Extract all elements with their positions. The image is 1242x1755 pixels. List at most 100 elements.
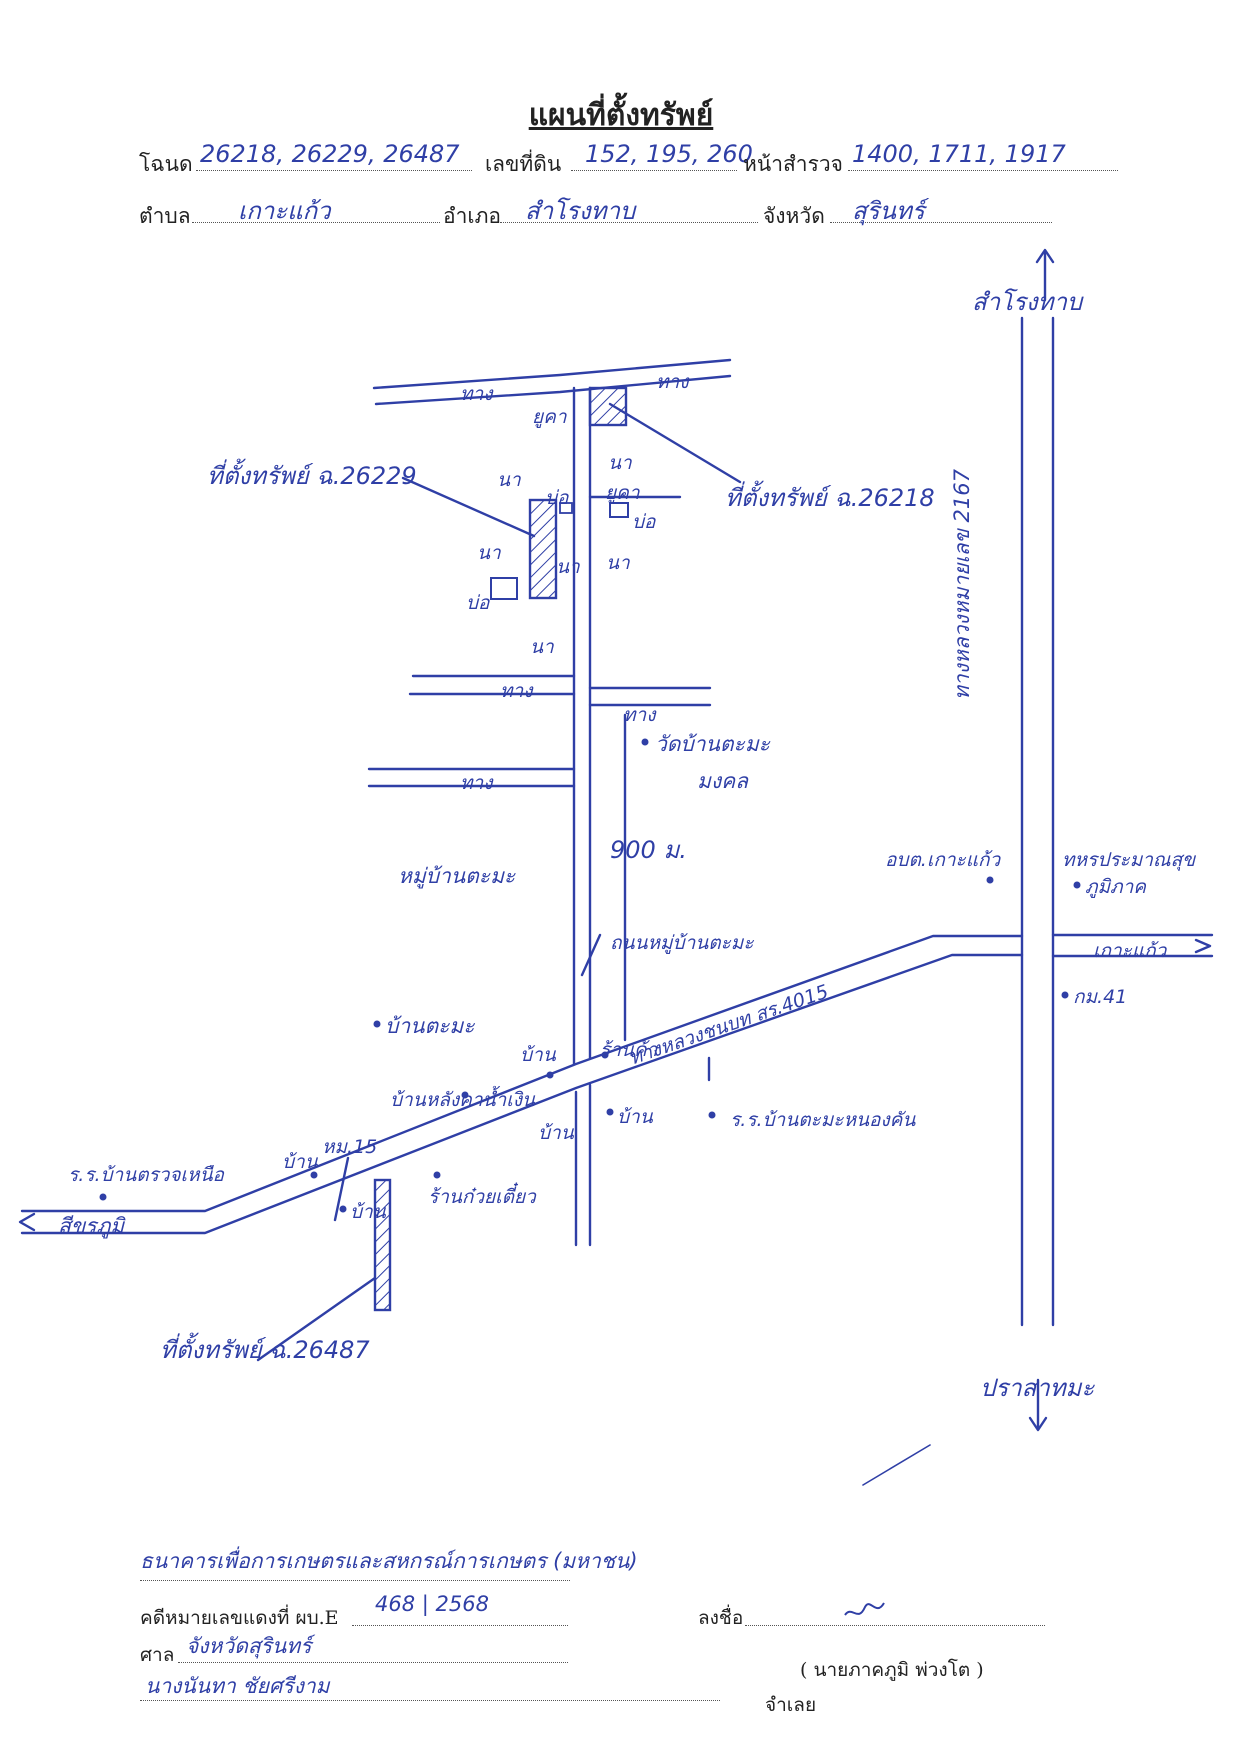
signature-mark <box>844 1602 885 1616</box>
shop-label: ร้านค้า <box>600 1039 658 1061</box>
house-dot-2 <box>606 1108 614 1116</box>
temple-label: วัดบ้านตะมะ <box>655 732 770 756</box>
house-pattern-label: บ้านหลังคาน้ำเงิน <box>390 1089 535 1111</box>
property-parcel-26229 <box>528 498 558 600</box>
field-label-6: นา <box>556 556 580 578</box>
track-label-5: ทาง <box>460 772 493 794</box>
subdistrict-dotline <box>192 222 440 223</box>
field-label-1: นา <box>497 469 521 491</box>
village-no-label: หม.15 <box>322 1136 378 1158</box>
property-parcel-26487 <box>373 1178 392 1312</box>
health-dot <box>1073 881 1081 889</box>
land-numbers: 152, 195, 260 <box>585 140 753 168</box>
pond-label-2: บ่อ <box>632 511 656 533</box>
defendant-dotline <box>140 1700 720 1701</box>
province-value: สุรินทร์ <box>852 197 925 225</box>
case-number: 468 | 2568 <box>375 1592 489 1616</box>
school-east-dot <box>708 1111 716 1119</box>
property-label-26229: ที่ตั้งทรัพย์ ฉ.26229 <box>207 462 417 490</box>
survey-numbers: 1400, 1711, 1917 <box>852 140 1066 168</box>
court-label: ศาล <box>140 1644 175 1666</box>
district-value: สำโรงทาบ <box>525 197 636 225</box>
temple-dot <box>641 738 649 746</box>
noodle-dot <box>433 1171 441 1179</box>
west-destination-label: สีขรภูมิ <box>58 1214 125 1238</box>
distance-label: 900 ม. <box>610 836 687 864</box>
village-dot <box>373 1020 381 1028</box>
case-dotline <box>352 1625 568 1626</box>
pond-east <box>609 502 629 518</box>
temple-sub-label: มงคล <box>697 769 749 793</box>
sao-dot <box>986 876 994 884</box>
district-dotline <box>500 222 758 223</box>
survey-dotline <box>848 170 1118 171</box>
track-label-2: ทาง <box>656 371 689 393</box>
health-sub-label: ภูมิภาค <box>1085 876 1146 898</box>
east-destination-label: เกาะแก้ว <box>1093 940 1167 962</box>
court-dotline <box>178 1662 568 1663</box>
district-label: อำเภอ <box>443 204 502 228</box>
track-label-3: ทาง <box>500 680 533 702</box>
school-west-label: ร.ร.บ้านตรวจเหนือ <box>68 1164 224 1186</box>
south-destination-label: ปราสาทมะ <box>980 1374 1095 1402</box>
property-label-26487: ที่ตั้งทรัพย์ ฉ.26487 <box>160 1336 370 1364</box>
house-label-3: บ้าน <box>538 1122 574 1144</box>
house-pattern-dot <box>461 1091 469 1099</box>
track-label-4: ทาง <box>623 704 656 726</box>
sign-dotline <box>745 1625 1045 1626</box>
field-label-3: นา <box>530 636 554 658</box>
province-dotline <box>830 222 1052 223</box>
house-label-2: บ้าน <box>617 1106 653 1128</box>
pond-label-3: บ่อ <box>545 487 569 509</box>
eucalyptus-label-1: ยูคา <box>532 406 567 428</box>
land-no-label: เลขที่ดิน <box>485 152 562 176</box>
deed-label: โฉนด <box>139 152 193 176</box>
rural-road-upper-edge <box>20 934 1024 1213</box>
case-label: คดีหมายเลขแดงที่ ผบ.E <box>140 1607 339 1629</box>
field-label-5: นา <box>606 552 630 574</box>
deed-dotline <box>196 170 472 171</box>
sign-label: ลงชื่อ <box>698 1607 744 1629</box>
eucalyptus-label-2: ยูคา <box>605 482 640 504</box>
province-label: จังหวัด <box>763 204 825 228</box>
house-label-1: บ้าน <box>520 1044 556 1066</box>
field-label-2: นา <box>477 542 501 564</box>
track-label-1: ทาง <box>460 383 493 405</box>
pond-label-1: บ่อ <box>466 592 490 614</box>
shop-dot <box>601 1051 609 1059</box>
house-label-5: บ้าน <box>350 1201 386 1223</box>
signer-name: ( นายภาคภูมิ พ่วงโต ) <box>800 1659 984 1681</box>
village-label: บ้านตะมะ <box>385 1014 475 1038</box>
house-dot-4 <box>339 1205 347 1213</box>
school-east-label: ร.ร.บ้านตะมะหนองคัน <box>730 1109 916 1131</box>
property-label-26218: ที่ตั้งทรัพย์ ฉ.26218 <box>725 484 935 512</box>
village-group-label: หมู่บ้านตะมะ <box>398 864 516 888</box>
house-label-4: บ้าน <box>282 1151 318 1173</box>
subdistrict-label: ตำบล <box>139 204 191 228</box>
property-parcel-26218 <box>588 386 628 427</box>
field-label-4: นา <box>608 452 632 474</box>
noodle-shop-label: ร้านก๋วยเตี๋ยว <box>428 1186 536 1208</box>
highway-label: ทางหลวงหมายเลข 2167 <box>950 469 974 700</box>
defendant-name: นางนันทา ชัยศรีงาม <box>145 1674 330 1698</box>
defendant-role-label: จำเลย <box>765 1694 817 1716</box>
court-value: จังหวัดสุรินทร์ <box>186 1634 312 1658</box>
pond-small <box>559 502 573 514</box>
deed-numbers: 26218, 26229, 26487 <box>200 140 460 168</box>
house-dot-1 <box>546 1071 554 1079</box>
sao-label: อบต.เกาะแก้ว <box>885 849 1001 871</box>
plaintiff-dotline <box>140 1580 570 1581</box>
plaintiff-name: ธนาคารเพื่อการเกษตรและสหกรณ์การเกษตร (มห… <box>140 1549 638 1573</box>
subdistrict-value: เกาะแก้ว <box>238 197 331 225</box>
land-no-dotline <box>571 170 737 171</box>
km-post-dot <box>1061 991 1069 999</box>
school-west-dot <box>99 1193 107 1201</box>
rural-road-lower-edge <box>20 953 1024 1235</box>
north-destination-label: สำโรงทาบ <box>972 288 1083 316</box>
pond-west <box>490 577 518 600</box>
survey-label: หน้าสำรวจ <box>743 152 843 176</box>
village-road-label: ถนนหมู่บ้านตะมะ <box>610 932 754 954</box>
health-label: ทหรประมาณสุข <box>1062 849 1196 871</box>
